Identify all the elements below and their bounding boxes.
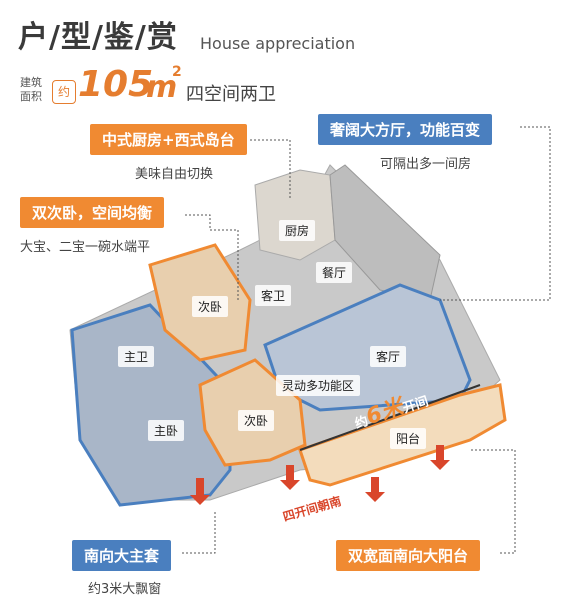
feature-bedrooms-sub: 大宝、二宝一碗水端平: [20, 240, 151, 255]
layout-desc: 四空间两卫: [186, 84, 276, 105]
area-unit: m: [146, 70, 178, 105]
feature-master-sub: 约3米大飘窗: [88, 582, 162, 597]
room-bedroom2-bottom: 次卧: [238, 410, 275, 431]
room-master-bed: 主卧: [148, 420, 185, 441]
room-multi: 灵动多功能区: [276, 375, 361, 396]
room-living: 客厅: [370, 346, 407, 367]
room-kitchen: 厨房: [279, 220, 316, 241]
room-dining: 餐厅: [316, 262, 353, 283]
feature-living-sub: 可隔出多一间房: [380, 157, 472, 172]
feature-bedrooms-tag: 双次卧，空间均衡: [20, 197, 165, 228]
feature-kitchen-tag: 中式厨房+西式岛台: [90, 124, 247, 155]
room-master-bath: 主卫: [118, 346, 155, 367]
area-value: 105: [78, 64, 154, 105]
area-approx: 约: [52, 80, 76, 104]
room-bedroom2-top: 次卧: [192, 296, 229, 317]
page-title-en: House appreciation: [200, 34, 356, 53]
feature-living-tag: 奢阔大方厅，功能百变: [318, 114, 493, 145]
kitchen-block: [254, 169, 336, 261]
feature-master-tag: 南向大主套: [72, 540, 172, 571]
feature-kitchen-sub: 美味自由切换: [135, 167, 214, 182]
room-balcony: 阳台: [390, 428, 427, 449]
area-label: 建筑面积: [20, 76, 42, 103]
page-title: 户/型/鉴/赏: [18, 20, 178, 55]
south-arrows: [190, 445, 450, 505]
leader-lines: [182, 126, 551, 554]
feature-balcony-tag: 双宽面南向大阳台: [336, 540, 481, 571]
room-guest-bath: 客卫: [255, 285, 292, 306]
area-unit-sup: 2: [172, 64, 182, 80]
span-arrow: [299, 384, 481, 451]
